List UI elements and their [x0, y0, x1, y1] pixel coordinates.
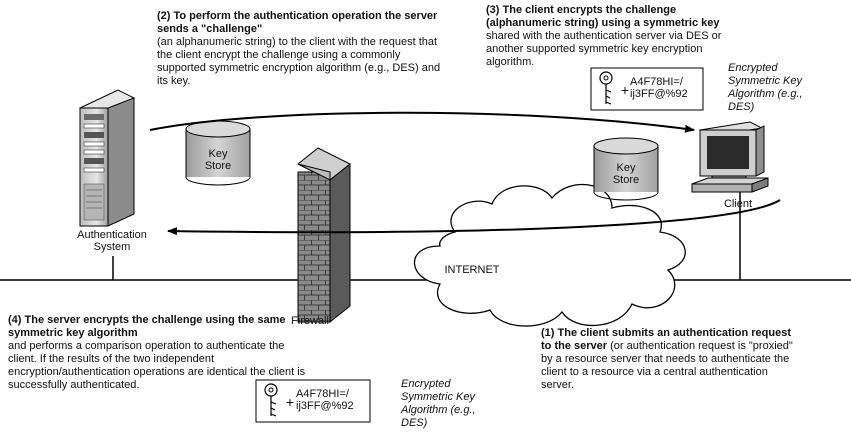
encrypted-note-top: Encrypted Symmetric Key Algorithm (e.g.,… [728, 62, 803, 113]
step4-heading: (4) The server encrypts the challenge us… [8, 314, 286, 339]
encrypted-code-top: A4F78HI=/ij3FF@%92 [630, 76, 688, 100]
key-icon [599, 71, 613, 105]
step1-body: (or authentication request is "proxied" … [541, 340, 793, 391]
step2-description: (2) To perform the authentication operat… [157, 10, 442, 88]
encrypted-note-bottom: Encrypted Symmetric Key Algorithm (e.g.,… [401, 378, 476, 429]
step1-heading: (1) The client submits an authentication… [541, 327, 791, 352]
step3-description: (3) The client encrypts the challenge (a… [486, 4, 738, 69]
internet-label: INTERNET [444, 264, 500, 276]
plus-sign-top: + [620, 82, 630, 98]
client-computer [691, 121, 769, 193]
step2-heading: (2) To perform the authentication operat… [157, 10, 438, 35]
encrypted-code-bottom: A4F78HI=/ij3FF@%92 [296, 388, 354, 412]
firewall-label: Firewall [291, 315, 329, 327]
key-icon [264, 383, 278, 417]
internet-cloud [413, 183, 686, 327]
response-arrow [167, 199, 781, 236]
plus-sign-bottom: + [285, 394, 295, 410]
key-store-right [593, 137, 659, 201]
authentication-server [78, 89, 136, 227]
step3-body: shared with the authentication server vi… [486, 30, 722, 68]
step3-heading: (3) The client encrypts the challenge (a… [486, 4, 720, 29]
step1-description: (1) The client submits an authentication… [541, 327, 801, 392]
firewall [297, 147, 351, 324]
step4-body: and performs a comparison operation to a… [8, 340, 306, 391]
client-label: Client [723, 198, 753, 210]
step4-description: (4) The server encrypts the challenge us… [8, 314, 316, 392]
step2-body: (an alphanumeric string) to the client w… [157, 36, 441, 87]
challenge-arrow [149, 111, 695, 133]
